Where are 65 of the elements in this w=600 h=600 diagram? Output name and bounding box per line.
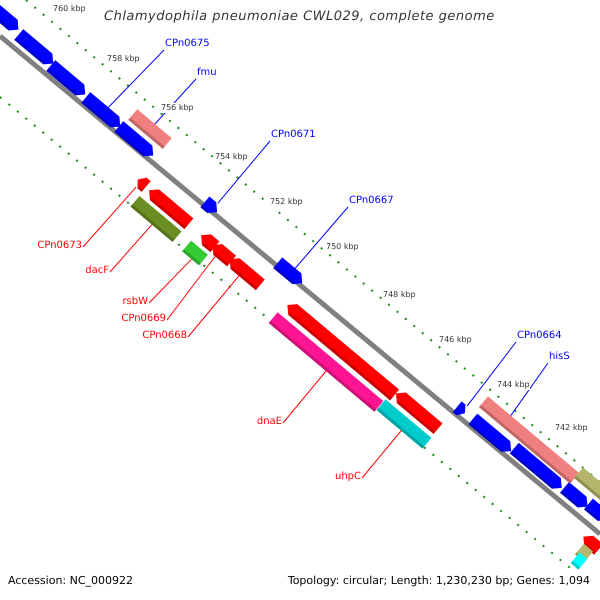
leader-line <box>217 140 270 204</box>
gene-block <box>182 240 208 266</box>
gene-label: fmu <box>197 67 217 79</box>
leader-line <box>510 362 548 416</box>
leader-line <box>148 258 192 304</box>
leader-line <box>362 430 402 478</box>
gene-feature <box>201 234 220 252</box>
gene-block <box>376 399 432 449</box>
gene-feature <box>114 121 154 156</box>
gene-feature <box>14 29 54 64</box>
gene-feature <box>583 536 600 555</box>
footer-text: Accession: NC_000922 <box>8 574 134 588</box>
gene-label: CPn0668 <box>142 330 187 342</box>
gene-label: uhpC <box>334 471 361 483</box>
gene-block <box>570 552 588 570</box>
gene-label: CPn0667 <box>349 195 394 207</box>
gene-feature <box>81 92 120 128</box>
gene-feature <box>468 414 512 452</box>
gene-feature <box>149 189 194 230</box>
scale-label: 742 kbp <box>555 423 588 433</box>
gene-feature <box>200 196 218 213</box>
diagram-title: Chlamydophila pneumoniae CWL029, complete genome <box>104 9 495 25</box>
gene-label: CPn0664 <box>517 330 562 342</box>
leader-line <box>466 342 516 407</box>
scale-label: 748 kbp <box>383 290 416 300</box>
gene-label: dnaE <box>256 416 282 428</box>
gene-feature <box>273 257 302 284</box>
scale-label: 760 kbp <box>53 4 86 14</box>
gene-label: CPn0673 <box>37 240 82 252</box>
leader-line <box>166 256 216 320</box>
gene-block <box>128 109 172 149</box>
scale-label: 758 kbp <box>107 54 140 64</box>
scale-label: 756 kbp <box>161 103 194 113</box>
leader-line <box>82 186 137 248</box>
leader-line <box>188 275 240 338</box>
gene-feature <box>46 60 86 96</box>
gene-block <box>130 196 182 242</box>
gene-feature <box>287 304 400 400</box>
scale-label: 750 kbp <box>326 242 359 252</box>
gene-label: CPn0671 <box>271 129 316 141</box>
gene-label: hisS <box>549 351 570 363</box>
scale-label: 754 kbp <box>215 152 248 162</box>
gene-label: CPn0675 <box>165 38 210 50</box>
gene-feature <box>510 442 562 489</box>
gene-label: rsbW <box>122 296 148 308</box>
gene-feature <box>452 401 466 416</box>
gene-feature <box>212 244 236 266</box>
leader-line <box>110 224 152 272</box>
gene-feature <box>560 482 588 508</box>
gene-feature <box>230 258 265 290</box>
gene-feature <box>138 178 151 192</box>
gene-block <box>574 467 600 501</box>
leader-line <box>108 50 164 108</box>
scale-label: 746 kbp <box>439 335 472 345</box>
gene-block <box>268 312 384 412</box>
leader-line <box>294 206 348 269</box>
gene-feature <box>584 498 600 521</box>
gene-feature <box>396 392 443 434</box>
scale-label: 752 kbp <box>270 197 303 207</box>
footer-text: Topology: circular; Length: 1,230,230 bp; Genes: 1,094 <box>288 574 590 588</box>
scale-label: 744 kbp <box>497 380 530 390</box>
gene-feature <box>0 5 18 30</box>
gene-label: CPn0669 <box>121 313 166 325</box>
leader-line <box>282 370 326 424</box>
gene-label: dacF <box>85 265 109 277</box>
